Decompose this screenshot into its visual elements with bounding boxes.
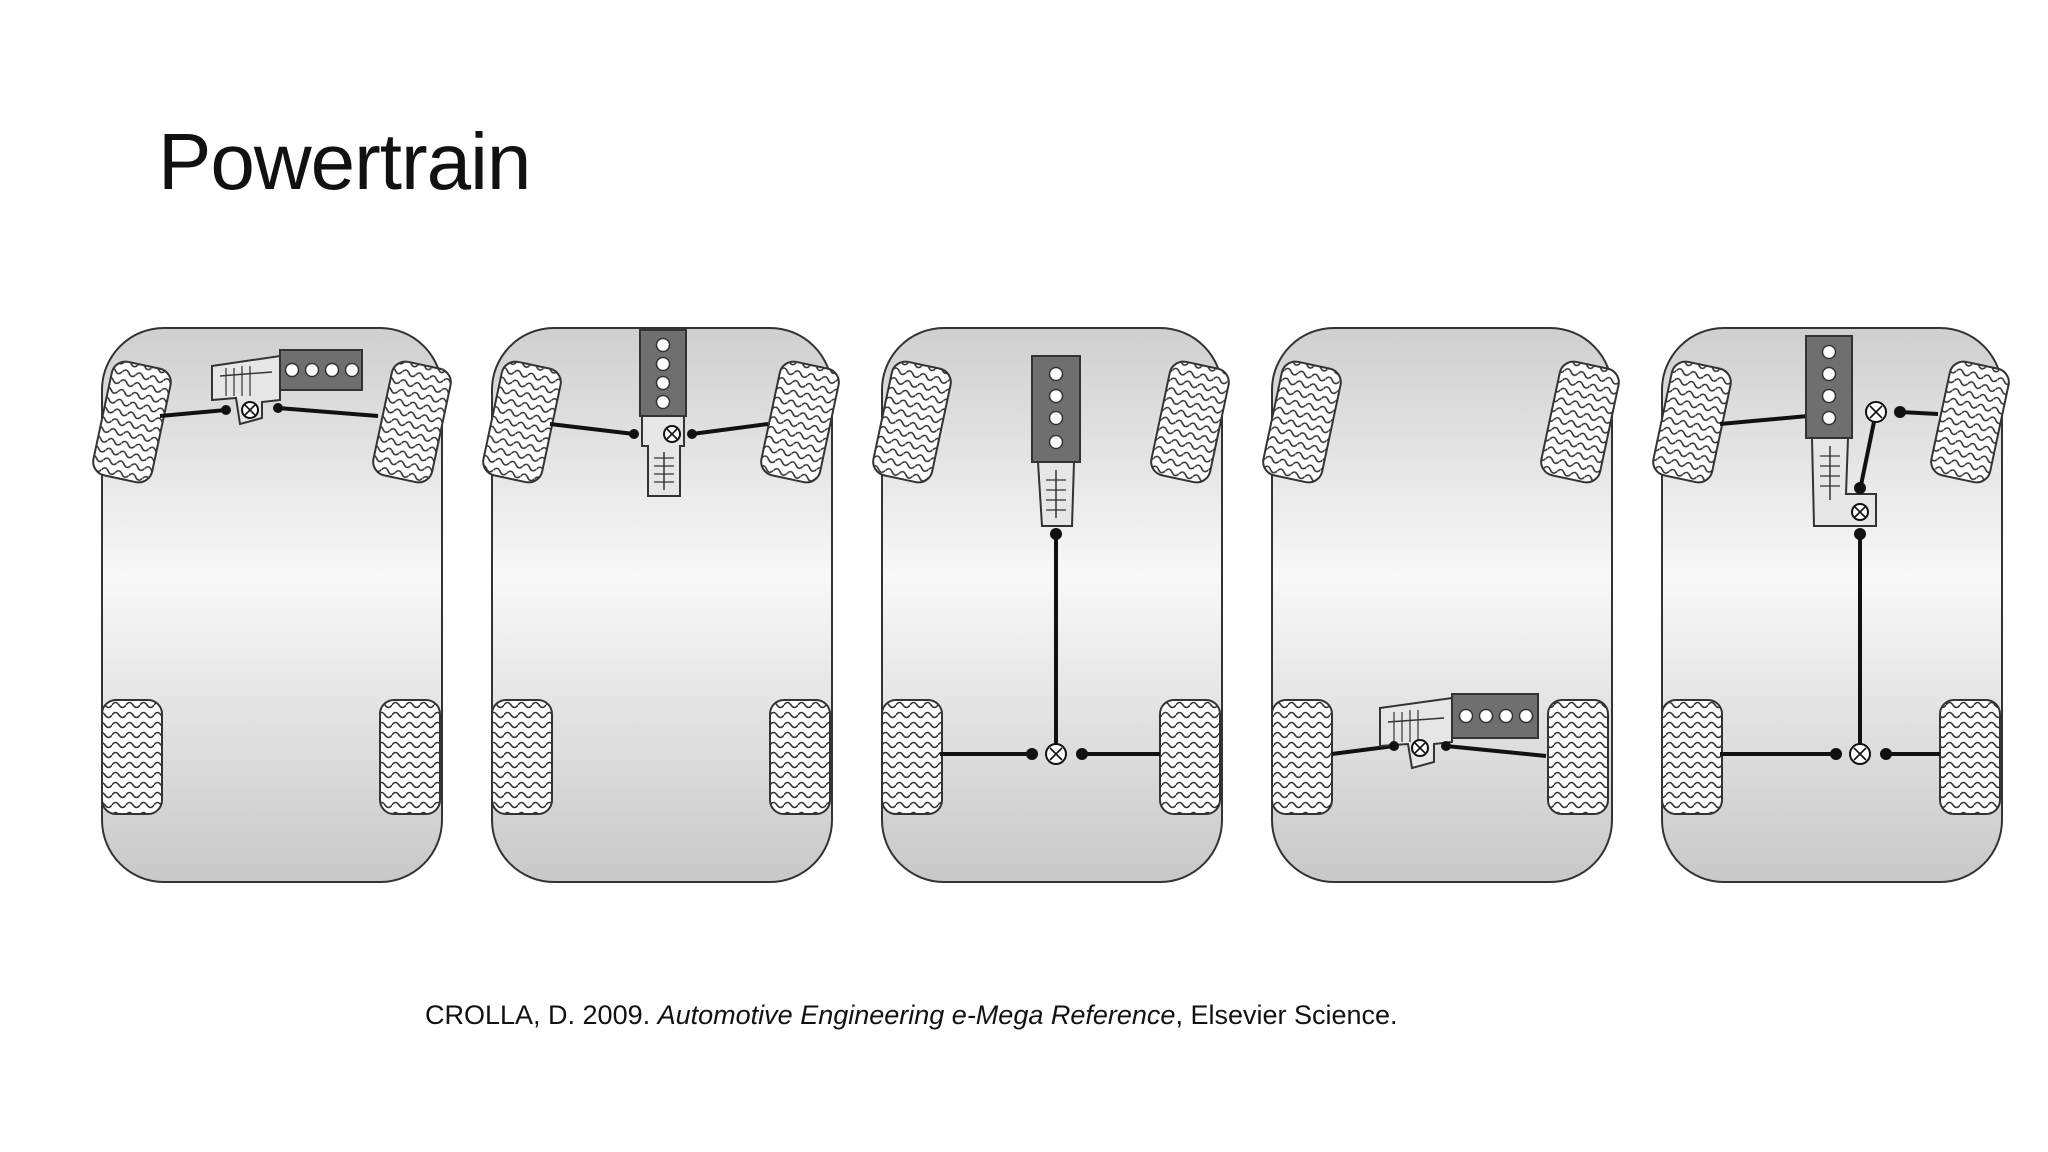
wheel-front-left [1652, 360, 1732, 484]
car-body [1661, 327, 2003, 883]
citation: CROLLA, D. 2009. Automotive Engineering … [425, 1000, 1398, 1031]
wheel-front-right [1540, 360, 1620, 484]
gearbox [1036, 461, 1076, 527]
wheel-front-right [1930, 360, 2010, 484]
wheel-rear-left [881, 699, 943, 815]
car-layout-5 [1652, 327, 2010, 883]
citation-work-title: Automotive Engineering e-Mega Reference [657, 1000, 1176, 1030]
wheel-rear-right [1159, 699, 1221, 815]
wheel-rear-right [1939, 699, 2001, 815]
differential-rear [1026, 743, 1088, 765]
citation-authors-year: CROLLA, D. 2009. [425, 1000, 658, 1030]
wheel-rear-left [101, 699, 163, 815]
engine-block [1805, 335, 1853, 439]
wheel-rear-right [769, 699, 831, 815]
wheel-rear-right [379, 699, 441, 815]
wheel-front-right [372, 360, 452, 484]
engine-block [1031, 355, 1081, 463]
citation-publisher: , Elsevier Science. [1175, 1000, 1398, 1030]
wheel-front-left [872, 360, 952, 484]
wheel-front-left [482, 360, 562, 484]
wheel-front-left [92, 360, 172, 484]
wheel-front-right [1150, 360, 1230, 484]
engine-block [1451, 693, 1539, 739]
car-body [1271, 327, 1613, 883]
car-layout-4 [1262, 327, 1620, 883]
car-body [101, 327, 443, 883]
car-layout-3 [872, 327, 1230, 883]
engine-block [639, 329, 687, 417]
differential-front [1865, 401, 1906, 423]
wheel-front-left [1262, 360, 1342, 484]
gearbox [1379, 696, 1453, 770]
car-layout-1 [92, 327, 452, 883]
wheel-rear-right [1547, 699, 1609, 815]
differential-front [221, 401, 283, 419]
car-body [881, 327, 1223, 883]
differential-center [1851, 503, 1869, 521]
wheel-rear-left [1271, 699, 1333, 815]
car-body [491, 327, 833, 883]
differential-rear [1830, 743, 1892, 765]
wheel-rear-left [1661, 699, 1723, 815]
page-title: Powertrain [158, 117, 531, 206]
gearbox [211, 354, 281, 426]
car-layout-2 [482, 327, 840, 883]
wheel-front-right [760, 360, 840, 484]
wheel-rear-left [491, 699, 553, 815]
differential-rear [1389, 739, 1451, 757]
differential-front [629, 425, 697, 443]
engine-block [279, 349, 363, 391]
